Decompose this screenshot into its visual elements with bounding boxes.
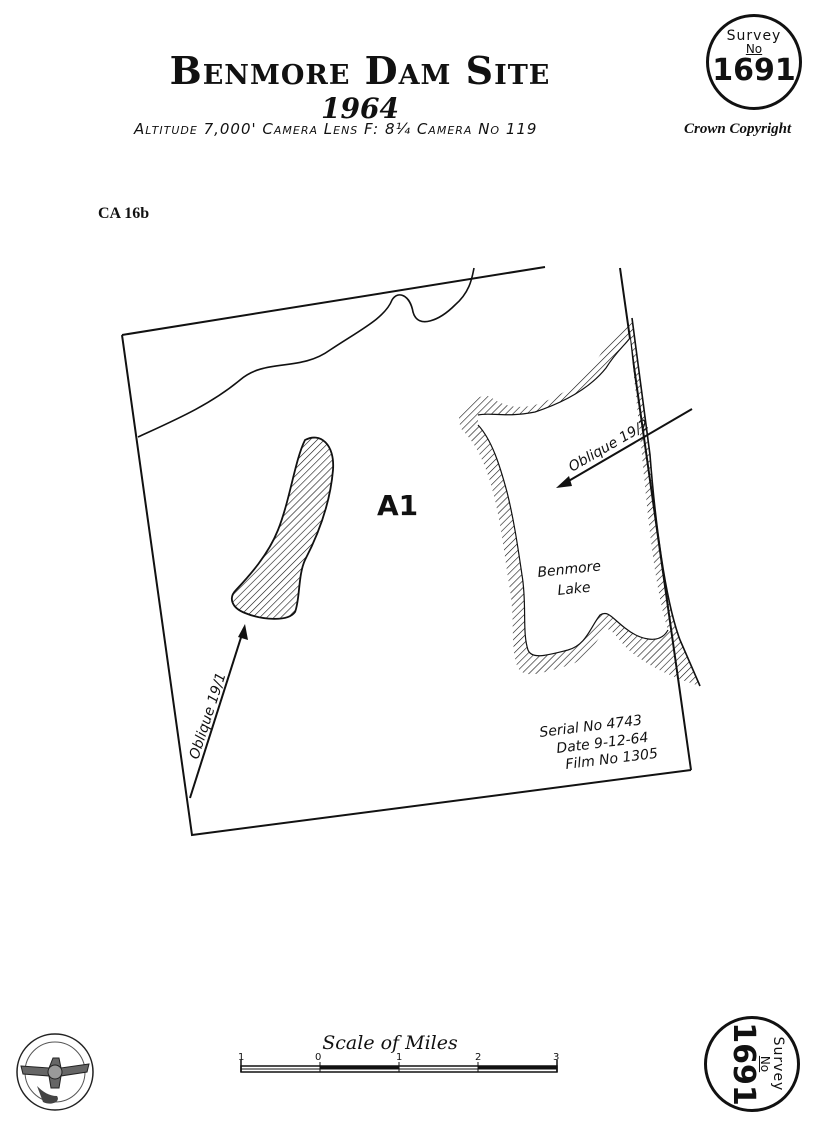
map-year: 1964 [321, 92, 399, 125]
survey-stamp-bottom-number: 1691 [726, 1022, 761, 1106]
scale-bar: 1 0 1 2 3 [238, 1052, 559, 1073]
scale-tick-1: 0 [315, 1052, 321, 1063]
lake-outline [477, 337, 669, 657]
copyright-notice: Crown Copyright [684, 121, 792, 137]
oblique-left-label: Oblique 19/1 [187, 671, 230, 761]
scale-tick-3: 2 [475, 1052, 481, 1063]
survey-stamp-number: 1691 [712, 53, 796, 88]
survey-stamp-bottom-label: Survey [770, 1036, 786, 1092]
survey-stamp-top: Survey No 1691 [706, 14, 802, 110]
oblique-left-arrow [189, 627, 245, 799]
scale-tick-0: 1 [238, 1052, 244, 1063]
oblique-left-arrowhead [238, 624, 248, 640]
oblique-right-arrowhead [556, 476, 572, 488]
lake-interior [478, 338, 668, 656]
camera-details: Altitude 7,000' Camera Lens F: 8¼ Camera… [134, 120, 538, 138]
lake-label-2: Lake [557, 580, 592, 599]
sheet-code: CA 16b [98, 205, 150, 222]
scale-title: Scale of Miles [322, 1032, 458, 1054]
scale-tick-2: 1 [396, 1052, 402, 1063]
island-left [231, 436, 334, 620]
photo-label: A1 [377, 489, 418, 522]
map-title: Benmore Dam Site [169, 48, 551, 93]
survey-stamp-label: Survey [726, 28, 782, 44]
scale-tick-4: 3 [553, 1052, 559, 1063]
shoreline [137, 267, 475, 438]
oblique-right-arrow [559, 408, 693, 487]
lake-edge-right [631, 317, 701, 687]
company-logo [16, 1033, 94, 1111]
survey-stamp-bottom: Survey No 1691 [704, 1016, 800, 1112]
survey-stamp-no: No [745, 42, 763, 56]
lake-label-1: Benmore [537, 558, 602, 581]
